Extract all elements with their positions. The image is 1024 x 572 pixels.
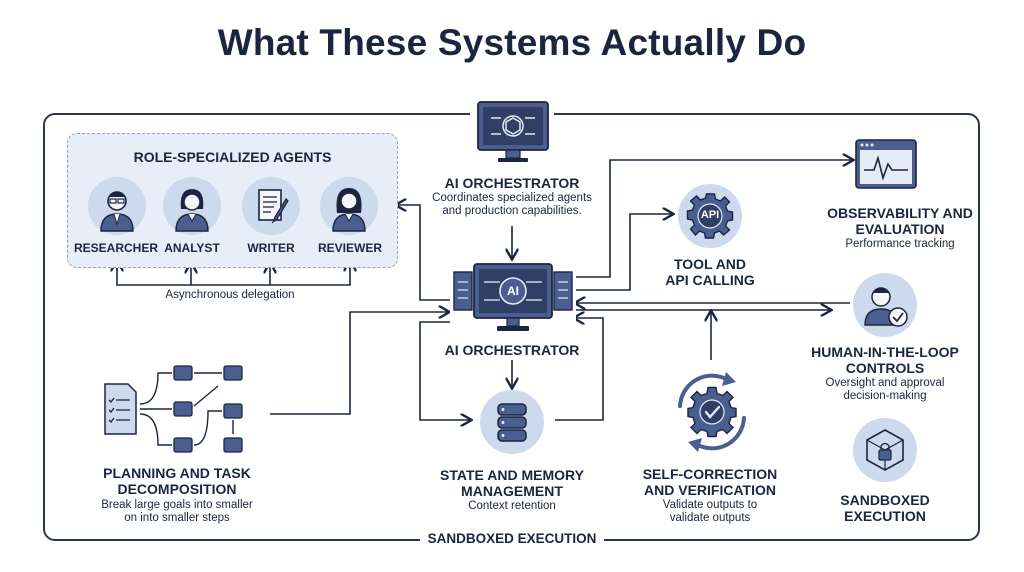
self-correction-node <box>664 366 760 458</box>
planning-title-2: DECOMPOSITION <box>117 481 237 497</box>
role-reviewer: REVIEWER <box>317 241 382 255</box>
tool-title-2: API CALLING <box>665 272 755 288</box>
human-loop-title-1: HUMAN-IN-THE-LOOP <box>811 344 959 360</box>
database-icon <box>497 403 527 442</box>
user-check-icon <box>864 287 908 327</box>
reviewer-icon <box>332 188 366 232</box>
self-correction-title-2: AND VERIFICATION <box>644 482 776 498</box>
human-loop-node <box>853 273 917 337</box>
top-orchestrator-label: AI ORCHESTRATOR <box>444 175 580 191</box>
reviewer-avatar <box>320 177 378 235</box>
researcher-icon <box>100 191 134 232</box>
observability-node <box>852 138 920 192</box>
analyst-icon <box>175 189 209 232</box>
openai-monitor-icon <box>477 101 549 162</box>
ai-monitor-icon <box>453 263 573 331</box>
role-writer: WRITER <box>247 241 295 255</box>
center-orchestrator-node: AI <box>450 262 576 336</box>
self-correction-desc-1: Validate outputs to <box>662 499 758 511</box>
role-researcher: RESEARCHER <box>73 241 158 255</box>
human-loop-title-2: CONTROLS <box>845 360 925 376</box>
self-correction-title-1: SELF-CORRECTION <box>642 466 778 482</box>
researcher-avatar <box>88 177 146 235</box>
sandbox-title-2: EXECUTION <box>844 508 926 524</box>
writer-avatar <box>242 177 300 235</box>
memory-title-1: STATE AND MEMORY <box>440 467 584 483</box>
observability-desc: Performance tracking <box>845 238 955 250</box>
memory-node <box>480 390 544 454</box>
task-decomposition-icon <box>104 365 243 453</box>
analyst-avatar <box>163 177 221 235</box>
planning-title-1: PLANNING AND TASK <box>103 465 251 481</box>
human-loop-desc-2: decision-making <box>843 390 927 402</box>
sandbox-title-1: SANDBOXED <box>840 492 930 508</box>
human-loop-desc-1: Oversight and approval <box>825 377 945 389</box>
self-correction-desc-2: validate outputs <box>669 512 751 524</box>
observability-title-2: EVALUATION <box>855 221 945 237</box>
center-orchestrator-label: AI ORCHESTRATOR <box>444 342 580 358</box>
role-analyst: ANALYST <box>164 241 220 255</box>
planning-node <box>100 362 270 462</box>
tool-title-1: TOOL AND <box>673 256 747 272</box>
agents-heading: ROLE-SPECIALIZED AGENTS <box>133 149 332 165</box>
top-orchestrator-node <box>470 100 554 170</box>
memory-title-2: MANAGEMENT <box>461 483 563 499</box>
secure-cube-icon <box>866 429 904 471</box>
page-title: What These Systems Actually Do <box>217 22 807 63</box>
document-pen-icon <box>258 189 289 224</box>
sandbox-node <box>853 418 917 482</box>
top-orchestrator-desc-2: and production capabilities. <box>442 205 582 217</box>
api-icon-text: API <box>700 209 720 221</box>
tool-calling-node: API <box>678 184 742 248</box>
planning-desc-1: Break large goals into smaller <box>101 499 253 511</box>
refresh-check-icon <box>678 372 746 452</box>
monitoring-chart-icon <box>855 139 917 189</box>
api-gear-icon <box>686 193 734 239</box>
observability-title-1: OBSERVABILITY AND <box>827 205 973 221</box>
frame-label: SANDBOXED EXECUTION <box>420 531 604 546</box>
top-orchestrator-desc-1: Coordinates specialized agents <box>432 192 592 204</box>
planning-desc-2: on into smaller steps <box>124 512 230 524</box>
delegation-note: Asynchronous delegation <box>165 289 295 301</box>
memory-desc: Context retention <box>468 500 556 512</box>
ai-chip-text: AI <box>507 284 519 298</box>
